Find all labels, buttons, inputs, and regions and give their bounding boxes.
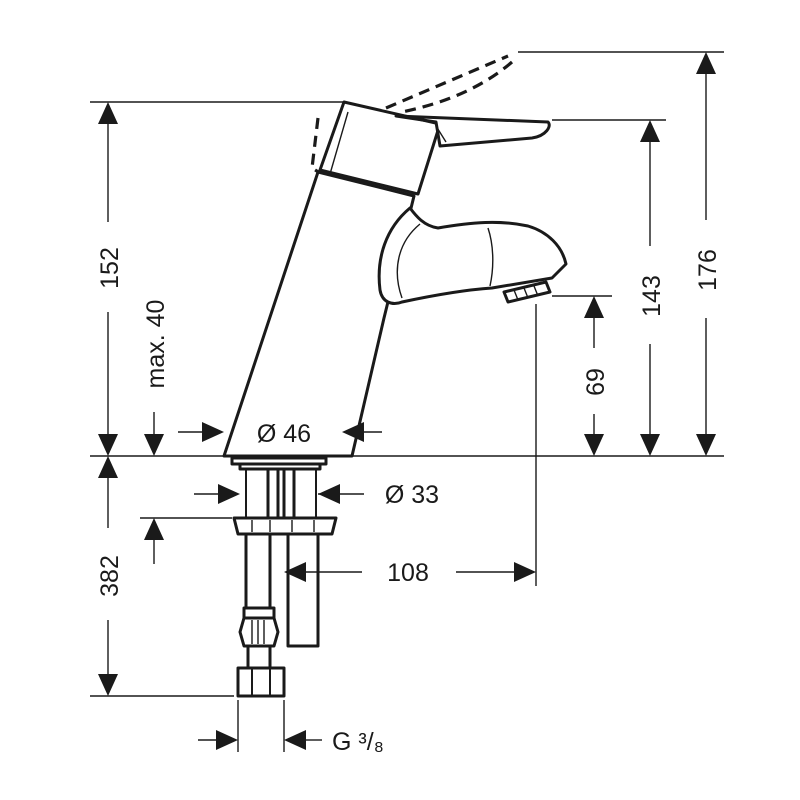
- dimension-shank-diameter: Ø 33: [194, 481, 439, 509]
- fixing-rod: [286, 532, 320, 648]
- dimension-spout-projection: 108: [284, 559, 536, 587]
- dimension-label-176: 176: [694, 249, 722, 291]
- dimension-total-height: 176: [694, 52, 722, 456]
- dimension-label-382: 382: [96, 555, 124, 597]
- dimension-body-diameter: Ø 46: [178, 420, 382, 448]
- dimension-label-69: 69: [582, 368, 610, 396]
- dimension-label-g-3-8: G ³/₈: [332, 728, 384, 756]
- dimension-max-deck-thickness: max. 40: [142, 300, 170, 564]
- dimension-lever-height: 152: [96, 102, 124, 456]
- dimension-label-143: 143: [638, 275, 666, 317]
- dimension-label-diameter-33: Ø 33: [385, 481, 439, 509]
- supply-hose: [236, 532, 286, 698]
- dimension-connection-thread: G ³/₈: [198, 728, 384, 756]
- dimension-label-diameter-46: Ø 46: [257, 420, 311, 448]
- dimension-spout-outlet-height: 69: [582, 296, 610, 456]
- mounting-shank: [230, 456, 338, 536]
- dimension-label-max-40: max. 40: [142, 300, 170, 389]
- dimension-hose-length: 382: [96, 456, 124, 696]
- dimension-label-108: 108: [387, 559, 429, 587]
- reference-lines: [90, 51, 724, 752]
- dimension-spout-top-height: 143: [638, 120, 666, 456]
- faucet-body: [222, 100, 568, 458]
- dimension-label-152: 152: [96, 247, 124, 289]
